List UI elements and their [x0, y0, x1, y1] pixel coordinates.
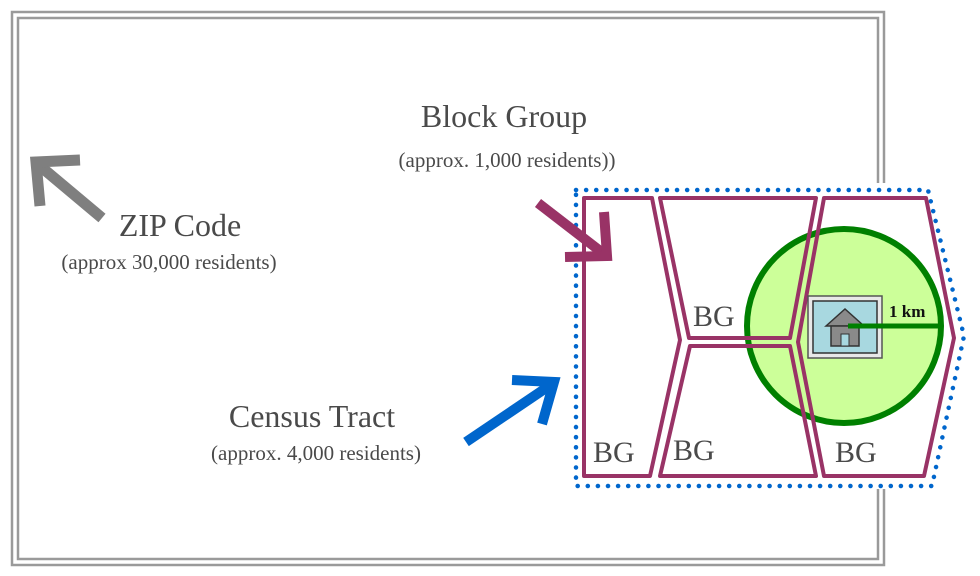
census-tract-subtitle: (approx. 4,000 residents)	[211, 441, 421, 465]
zip-code-subtitle: (approx 30,000 residents)	[61, 250, 276, 274]
arrow-down-right-icon	[534, 199, 613, 262]
zip-code-title: ZIP Code	[119, 207, 241, 243]
arrow-up-left-icon	[30, 154, 106, 223]
census-tract-title: Census Tract	[229, 398, 395, 434]
block-group-boundaries	[582, 196, 956, 478]
block-group-label-left: BG	[593, 436, 635, 469]
arrow-up-right-icon	[463, 375, 561, 447]
block-group-label-lower-middle: BG	[673, 434, 715, 467]
block-group-subtitle: (approx. 1,000 residents))	[399, 148, 616, 172]
block-group-label-upper-middle: BG	[693, 300, 735, 333]
block-group-label-right: BG	[835, 436, 877, 469]
block-group-title: Block Group	[421, 98, 587, 134]
census-tract-boundary	[573, 187, 967, 489]
radius-label: 1 km	[889, 302, 925, 321]
